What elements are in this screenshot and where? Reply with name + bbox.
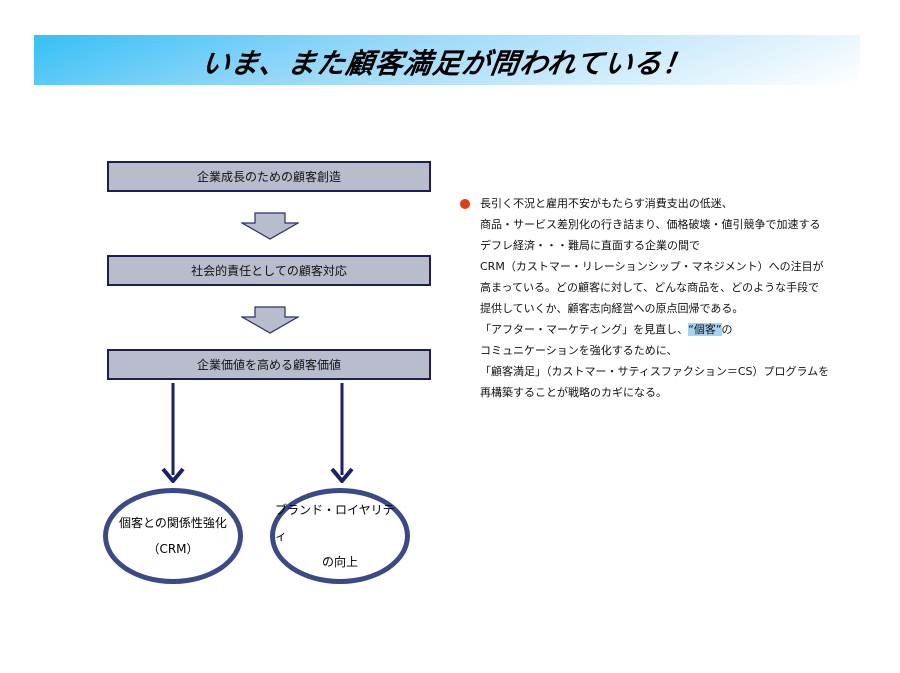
page-title: いま、また顧客満足が問われている！	[199, 47, 694, 80]
block-arrow-down-icon	[241, 212, 299, 240]
highlighted-text[interactable]: “個客”	[688, 323, 722, 336]
outcome-crm: 個客との関係性強化 （CRM）	[103, 488, 243, 584]
body-line: 高まっている。どの顧客に対して、どんな商品を、どのような手段で	[480, 281, 820, 294]
outcome-line: ブランド・ロイヤリティ	[275, 503, 395, 543]
outcome-line: の向上	[321, 555, 358, 569]
body-line: 再構築することが戦略のカギになる。	[480, 386, 667, 399]
flow-box-label: 企業成長のための顧客創造	[196, 170, 341, 184]
title-banner: いま、また顧客満足が問われている！	[34, 35, 860, 85]
outcome-line: 個客との関係性強化	[119, 516, 227, 530]
flow-box-social-responsibility: 社会的責任としての顧客対応	[107, 255, 431, 286]
body-text: 長引く不況と雇用不安がもたらす消費支出の低迷、 商品・サービス差別化の行き詰まり…	[460, 193, 860, 403]
bullet-dot-icon	[460, 199, 470, 209]
body-line: CRM（カストマー・リレーションシップ・マネジメント）への注目が	[480, 260, 824, 273]
body-line: 「アフター・マーケティング」を見直し、“個客”の	[480, 319, 860, 340]
body-line: 「顧客満足」（カストマー・サティスファクション＝CS）プログラムを	[480, 365, 830, 378]
body-line: 長引く不況と雇用不安がもたらす消費支出の低迷、	[480, 197, 733, 210]
body-line: デフレ経済・・・難局に直面する企業の間で	[480, 239, 700, 252]
body-line: コミュニケーションを強化するために、	[480, 344, 678, 357]
body-line: 商品・サービス差別化の行き詰まり、価格破壊・値引競争で加速する	[480, 218, 821, 231]
outcome-brand-loyalty: ブランド・ロイヤリティ の向上	[270, 488, 410, 584]
body-line-part: の	[721, 323, 733, 336]
arrow-down-icon	[330, 383, 354, 483]
arrow-down-icon	[161, 383, 185, 483]
flow-box-customer-value: 企業価値を高める顧客価値	[107, 349, 431, 380]
flow-box-label: 企業価値を高める顧客価値	[196, 358, 341, 372]
body-line: 提供していくか、顧客志向経営への原点回帰である。	[480, 302, 744, 315]
block-arrow-down-icon	[241, 306, 299, 334]
flow-box-label: 社会的責任としての顧客対応	[191, 264, 347, 278]
outcome-line: （CRM）	[147, 542, 199, 556]
flow-box-customer-creation: 企業成長のための顧客創造	[107, 161, 431, 192]
body-line-part: 「アフター・マーケティング」を見直し、	[480, 323, 689, 336]
